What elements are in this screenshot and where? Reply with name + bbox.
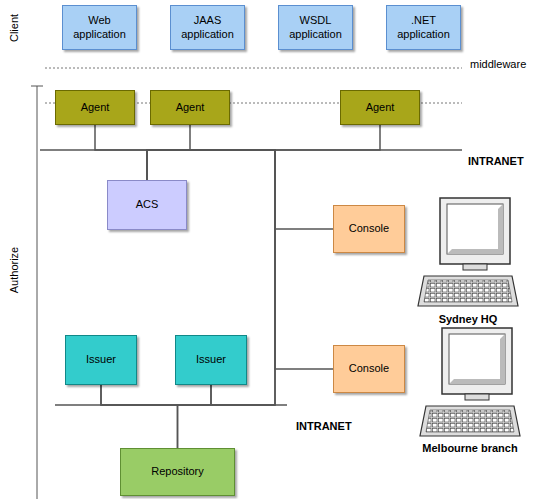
network-label: Melbourne branch (422, 442, 517, 454)
network-link (147, 125, 380, 180)
console-box: Console (333, 345, 405, 393)
agent-box: Agent (340, 90, 420, 125)
node-text: Issuer (196, 353, 226, 366)
issuer-box: Issuer (65, 335, 137, 385)
console-box: Console (333, 205, 405, 253)
repository-box: Repository (120, 448, 235, 496)
node-text: Issuer (86, 353, 116, 366)
computer-icon (420, 328, 520, 436)
node-text: JAAS application (175, 14, 240, 40)
application-box: Web application (62, 5, 137, 50)
tier-label: Authorize (8, 247, 20, 293)
network-link (147, 125, 190, 180)
computer-icon (418, 198, 518, 306)
node-text: Agent (176, 101, 205, 114)
node-text: Agent (81, 101, 110, 114)
network-link (95, 125, 147, 180)
node-text: Console (349, 362, 389, 375)
node-text: Agent (366, 101, 395, 114)
network-label: INTRANET (468, 155, 524, 167)
agent-box: Agent (55, 90, 135, 125)
node-text: WSDL application (283, 14, 348, 40)
network-label: Sydney HQ (439, 313, 498, 325)
tier-label: Client (8, 14, 20, 42)
network-link (101, 385, 178, 448)
node-text: Console (349, 222, 389, 235)
network-link (178, 385, 212, 448)
issuer-box: Issuer (175, 335, 247, 385)
network-label: INTRANET (296, 420, 352, 432)
authorize-bracket (37, 86, 38, 499)
application-box: WSDL application (278, 5, 353, 50)
middleware-line (45, 68, 462, 69)
application-box: JAAS application (170, 5, 245, 50)
network-label: middleware (470, 58, 526, 70)
agent-box: Agent (150, 90, 230, 125)
node-text: ACS (136, 198, 159, 211)
bracket-tick (31, 86, 43, 87)
application-box: .NET application (386, 5, 461, 50)
node-text: .NET application (391, 14, 456, 40)
acs-box: ACS (107, 180, 187, 230)
node-text: Web application (67, 14, 132, 40)
node-text: Repository (151, 465, 204, 478)
